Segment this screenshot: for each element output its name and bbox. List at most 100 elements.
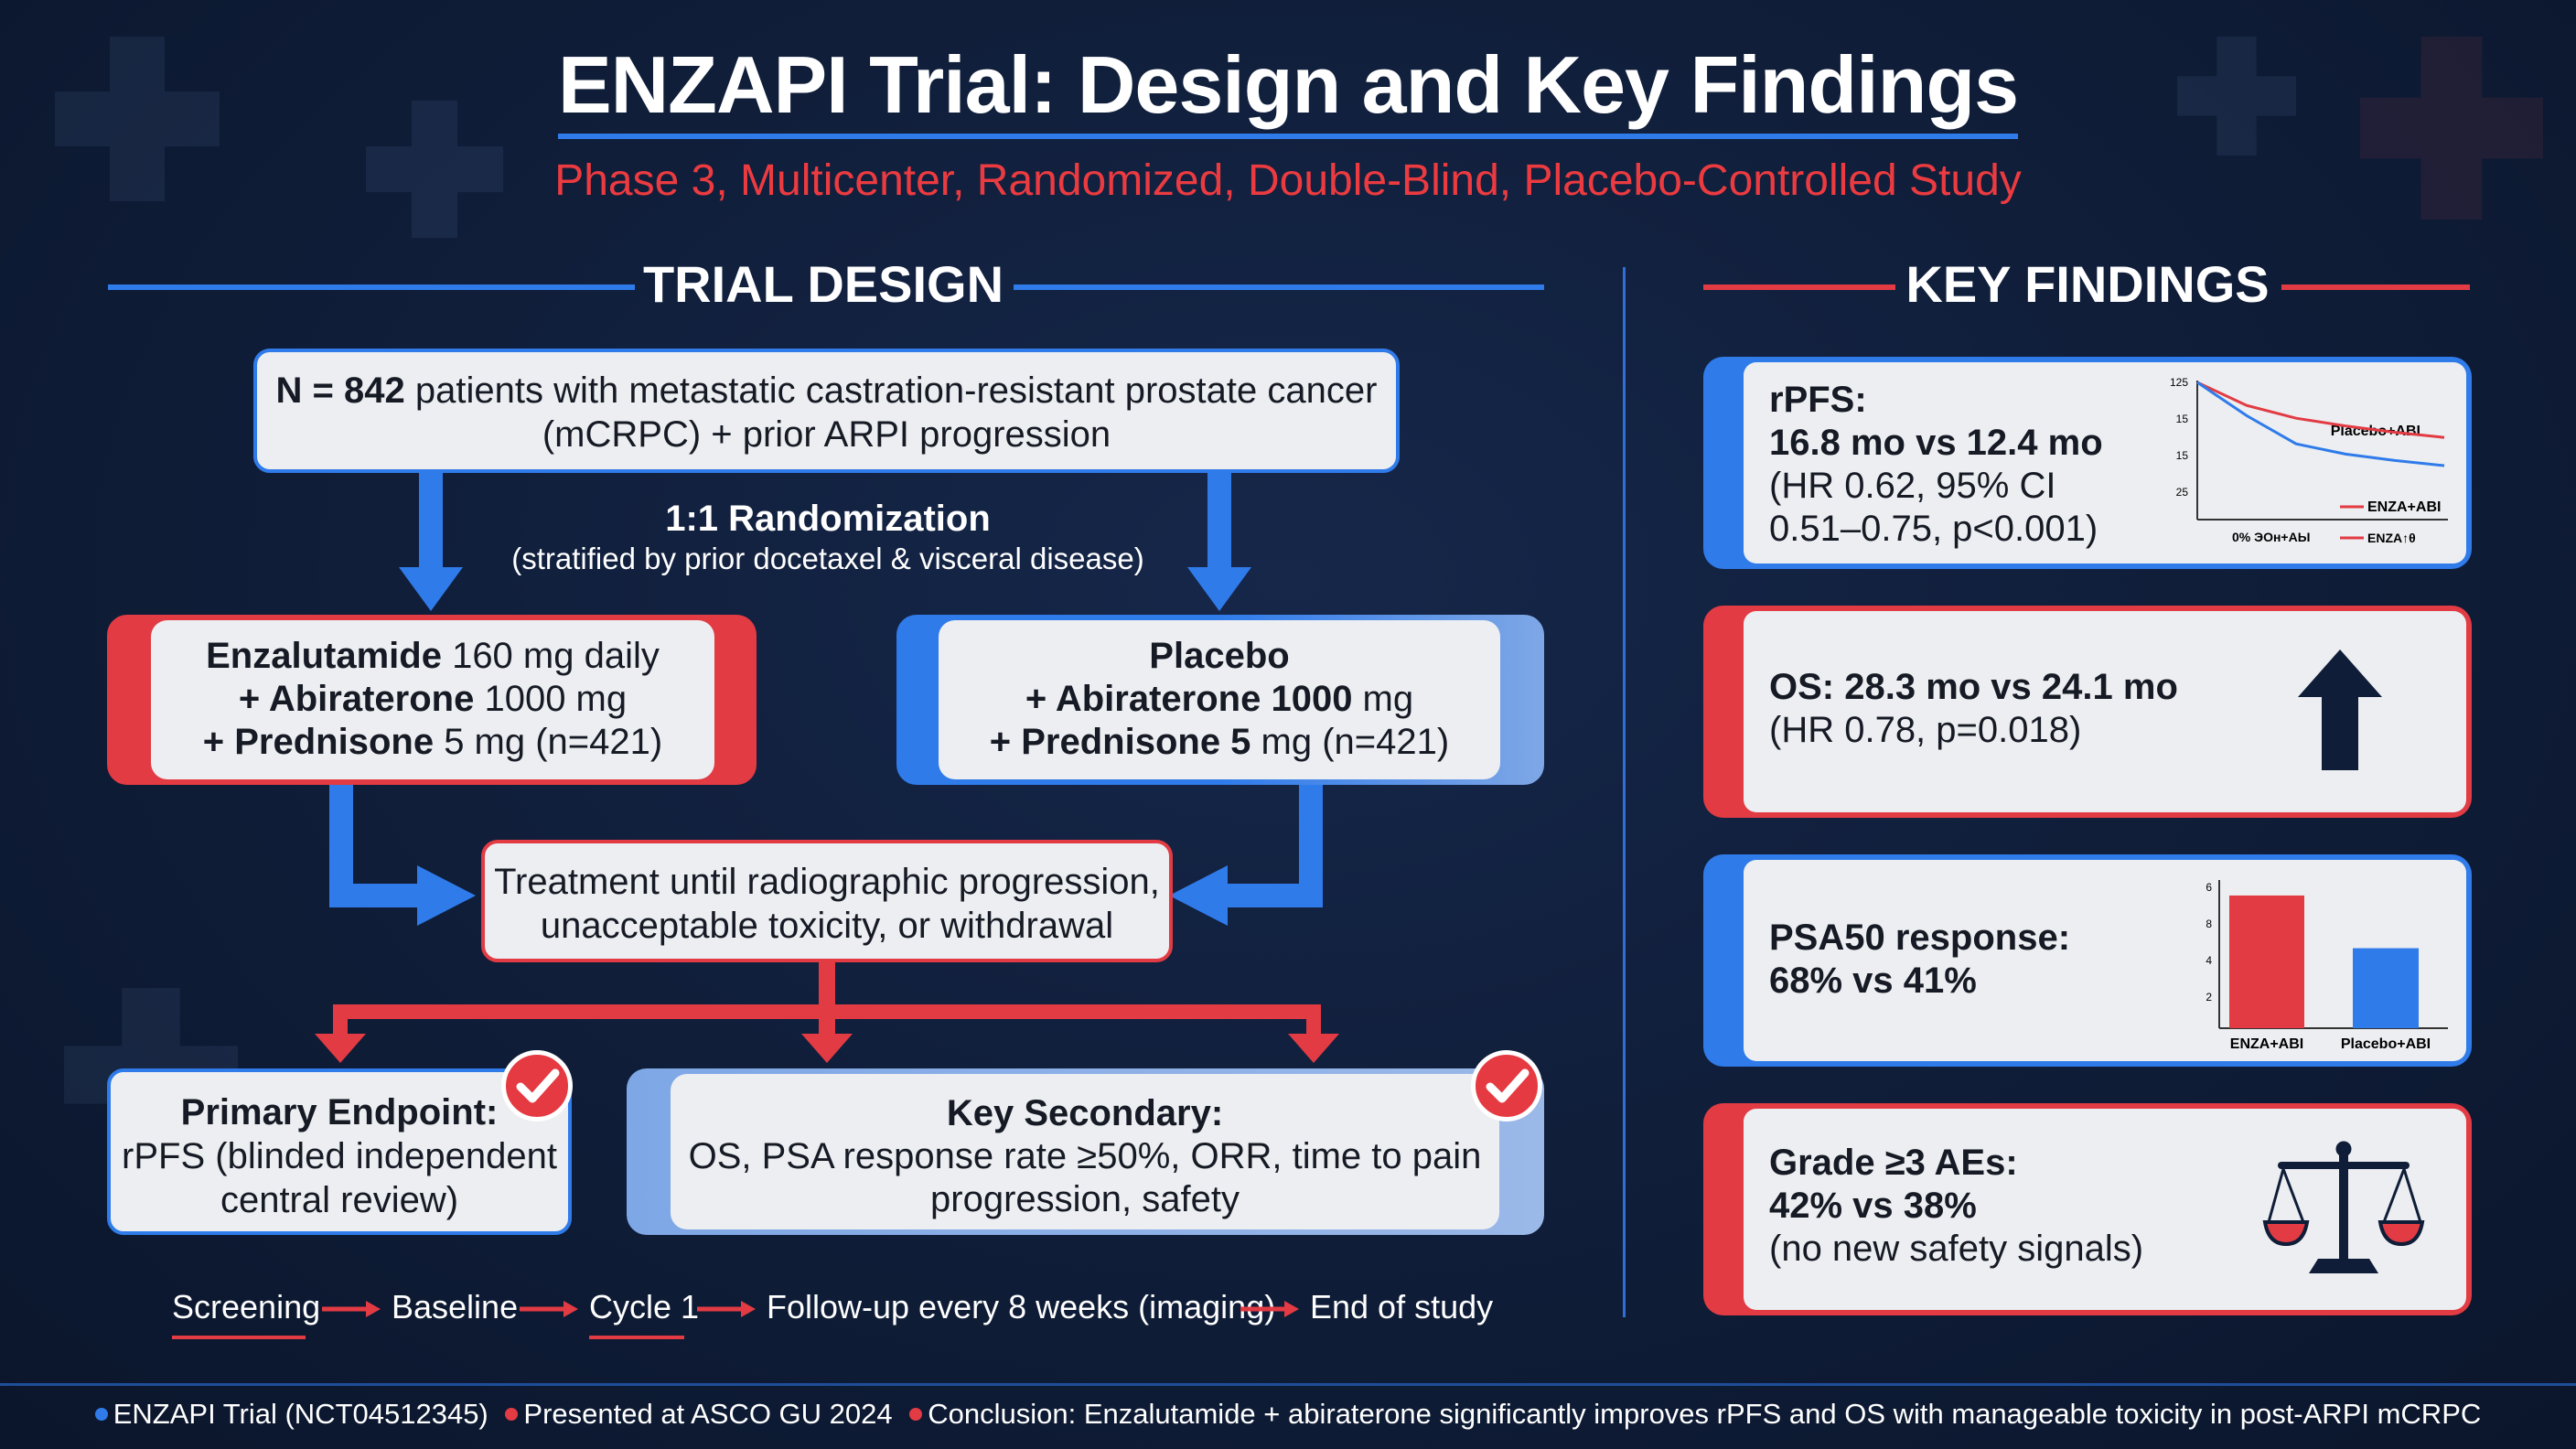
psa-bar-placebo	[2353, 948, 2419, 1028]
secondary-endpoint-line-1: OS, PSA response rate ≥50%, ORR, time to…	[688, 1136, 1482, 1176]
rpfs-line-placebo	[2196, 381, 2445, 439]
psa-y-tick: 8	[2206, 918, 2212, 930]
arm-b-line-2: + Abiraterone 1000 mg	[939, 678, 1500, 721]
timeline-arrows	[172, 1301, 1299, 1339]
arm-placebo: Placebo + Abiraterone 1000 mg + Predniso…	[896, 615, 1544, 785]
population-n: N = 842	[275, 370, 405, 411]
rpfs-y-tick: 15	[2176, 413, 2189, 425]
rpfs-detail-2: 0.51–0.75, p<0.001)	[1769, 509, 2098, 549]
arm-a-line-1: Enzalutamide 160 mg daily	[151, 635, 714, 678]
arm-a-line-2: + Abiraterone 1000 mg	[151, 678, 714, 721]
os-text: OS: 28.3 mo vs 24.1 mo (HR 0.78, p=0.018…	[1769, 666, 2178, 752]
check-icon	[1471, 1050, 1542, 1122]
rpfs-x-label: 0% ЭОн+АЫ	[2232, 530, 2310, 544]
os-detail: (HR 0.78, p=0.018)	[1769, 710, 2082, 750]
arm-b-dose-2: mg	[1352, 679, 1414, 719]
secondary-endpoint-box: Key Secondary: OS, PSA response rate ≥50…	[627, 1068, 1544, 1235]
footer-conclusion: Conclusion: Enzalutamide + abiraterone s…	[928, 1398, 2482, 1430]
finding-card-rpfs-panel	[1744, 362, 2466, 564]
footer-trial-id: ENZAPI Trial (NCT04512345)	[113, 1398, 488, 1430]
rpfs-y-tick: 25	[2176, 486, 2189, 499]
ae-text: Grade ≥3 AEs: 42% vs 38% (no new safety …	[1769, 1142, 2143, 1271]
arm-a-dose-2: 1000 mg	[474, 679, 628, 719]
arm-a-dose-3: 5 mg (n=421)	[434, 722, 663, 762]
secondary-endpoint-panel: Key Secondary: OS, PSA response rate ≥50…	[671, 1074, 1499, 1229]
secondary-endpoint-title: Key Secondary:	[946, 1093, 1224, 1133]
footer-item: Presented at ASCO GU 2024	[505, 1398, 893, 1430]
page-title: ENZAPI Trial: Design and Key Findings	[557, 39, 2019, 130]
finding-card-aes: Grade ≥3 AEs: 42% vs 38% (no new safety …	[1703, 1103, 2472, 1315]
treatment-line-1: Treatment until radiographic progression…	[494, 862, 1160, 902]
treatment-line-2: unacceptable toxicity, or withdrawal	[540, 906, 1114, 946]
decor-cross-icon	[2360, 37, 2543, 220]
arrow-up-icon	[2298, 649, 2382, 770]
findings-heading-rule-right	[2281, 284, 2470, 290]
column-divider	[1623, 267, 1626, 1317]
findings-heading-rule-left	[1703, 284, 1895, 290]
flow-arrows	[315, 472, 1339, 1063]
primary-endpoint-line-1: rPFS (blinded independent	[122, 1136, 557, 1176]
timeline-step-end-of-study: End of study	[1310, 1288, 1494, 1326]
timeline-step-baseline: Baseline	[392, 1288, 519, 1326]
primary-endpoint-box: Primary Endpoint: rPFS (blinded independ…	[107, 1068, 572, 1235]
primary-endpoint-title: Primary Endpoint:	[180, 1092, 499, 1132]
rpfs-text: rPFS: 16.8 mo vs 12.4 mo (HR 0.62, 95% C…	[1769, 379, 2103, 551]
ae-label: Grade ≥3 AEs:	[1769, 1143, 2018, 1183]
decor-cross-icon	[55, 37, 220, 201]
psa-y-tick: 2	[2206, 991, 2212, 1004]
population-box: N = 842 patients with metastatic castrat…	[253, 349, 1400, 473]
ae-value: 42% vs 38%	[1769, 1186, 1977, 1226]
finding-card-psa50: PSA50 response: 68% vs 41% 6 8 4 2 ENZA+…	[1703, 854, 2472, 1067]
trial-design-heading: TRIAL DESIGN	[642, 255, 1004, 313]
decor-cross-icon	[2177, 37, 2296, 156]
rpfs-legend-enza: ENZA+ABI	[2367, 499, 2441, 515]
footer-item: ENZAPI Trial (NCT04512345)	[94, 1398, 488, 1430]
footer: ENZAPI Trial (NCT04512345) Presented at …	[0, 1398, 2576, 1431]
rpfs-line-enza	[2196, 381, 2445, 467]
timeline-step-screening: Screening	[172, 1288, 321, 1326]
arm-b-drug-3: + Prednisone 5	[989, 722, 1251, 762]
arm-a-dose: 160 mg daily	[441, 636, 660, 676]
balance-scale-icon	[2262, 1141, 2425, 1273]
rpfs-series-lines	[2196, 381, 2445, 467]
arm-a-drug: Enzalutamide	[206, 636, 442, 676]
footer-presentation: Presented at ASCO GU 2024	[523, 1398, 893, 1430]
arm-a-line-3: + Prednisone 5 mg (n=421)	[151, 721, 714, 764]
rpfs-km-chart: 125 15 15 25 Placebo+ABI ENZA+ABI 0% ЭОн…	[2170, 376, 2448, 545]
psa-text: PSA50 response: 68% vs 41%	[1769, 917, 2070, 1003]
rpfs-value: 16.8 mo vs 12.4 mo	[1769, 423, 2103, 463]
bullet-dot-icon	[909, 1408, 923, 1422]
rpfs-y-tick: 125	[2170, 376, 2188, 389]
finding-card-os: OS: 28.3 mo vs 24.1 mo (HR 0.78, p=0.018…	[1703, 606, 2472, 818]
psa-category-placebo: Placebo+ABI	[2341, 1036, 2431, 1052]
psa-category-enza: ENZA+ABI	[2230, 1036, 2303, 1052]
check-icon	[501, 1050, 573, 1122]
study-timeline: Screening Baseline Cycle 1 Follow-up eve…	[172, 1288, 1544, 1343]
arm-a-drug-3: + Prednisone	[202, 722, 435, 762]
arm-placebo-panel: Placebo + Abiraterone 1000 mg + Predniso…	[939, 620, 1500, 779]
secondary-endpoint-line-2: progression, safety	[930, 1179, 1240, 1219]
population-line-1: N = 842 patients with metastatic castrat…	[257, 369, 1396, 413]
arm-enzalutamide: Enzalutamide 160 mg daily + Abiraterone …	[107, 615, 757, 785]
population-description: patients with metastatic castration-resi…	[404, 370, 1378, 411]
os-value: OS: 28.3 mo vs 24.1 mo	[1769, 667, 2178, 707]
arm-b-drug-2: + Abiraterone 1000	[1025, 679, 1353, 719]
footer-item: Conclusion: Enzalutamide + abiraterone s…	[909, 1398, 2481, 1430]
psa-value: 68% vs 41%	[1769, 961, 1977, 1001]
population-line-2: (mCRPC) + prior ARPI progression	[542, 414, 1111, 455]
timeline-step-cycle-1: Cycle 1	[589, 1288, 700, 1326]
psa-y-tick: 4	[2206, 954, 2212, 967]
finding-card-rpfs: rPFS: 16.8 mo vs 12.4 mo (HR 0.62, 95% C…	[1703, 357, 2472, 569]
arm-b-dose-3: mg (n=421)	[1250, 722, 1450, 762]
rpfs-label: rPFS:	[1769, 380, 1867, 420]
psa-bars	[2229, 895, 2419, 1028]
psa50-bar-chart: 6 8 4 2 ENZA+ABI Placebo+ABI	[2206, 880, 2448, 1052]
bullet-dot-icon	[94, 1408, 108, 1422]
ae-detail: (no new safety signals)	[1769, 1229, 2144, 1269]
treatment-box: Treatment until radiographic progression…	[481, 840, 1173, 962]
rpfs-y-tick: 15	[2176, 449, 2189, 462]
psa-bar-enza	[2229, 895, 2304, 1028]
design-heading-rule-right	[1014, 284, 1544, 290]
randomization-title: 1:1 Randomization	[665, 499, 991, 539]
bullet-dot-icon	[505, 1408, 519, 1422]
